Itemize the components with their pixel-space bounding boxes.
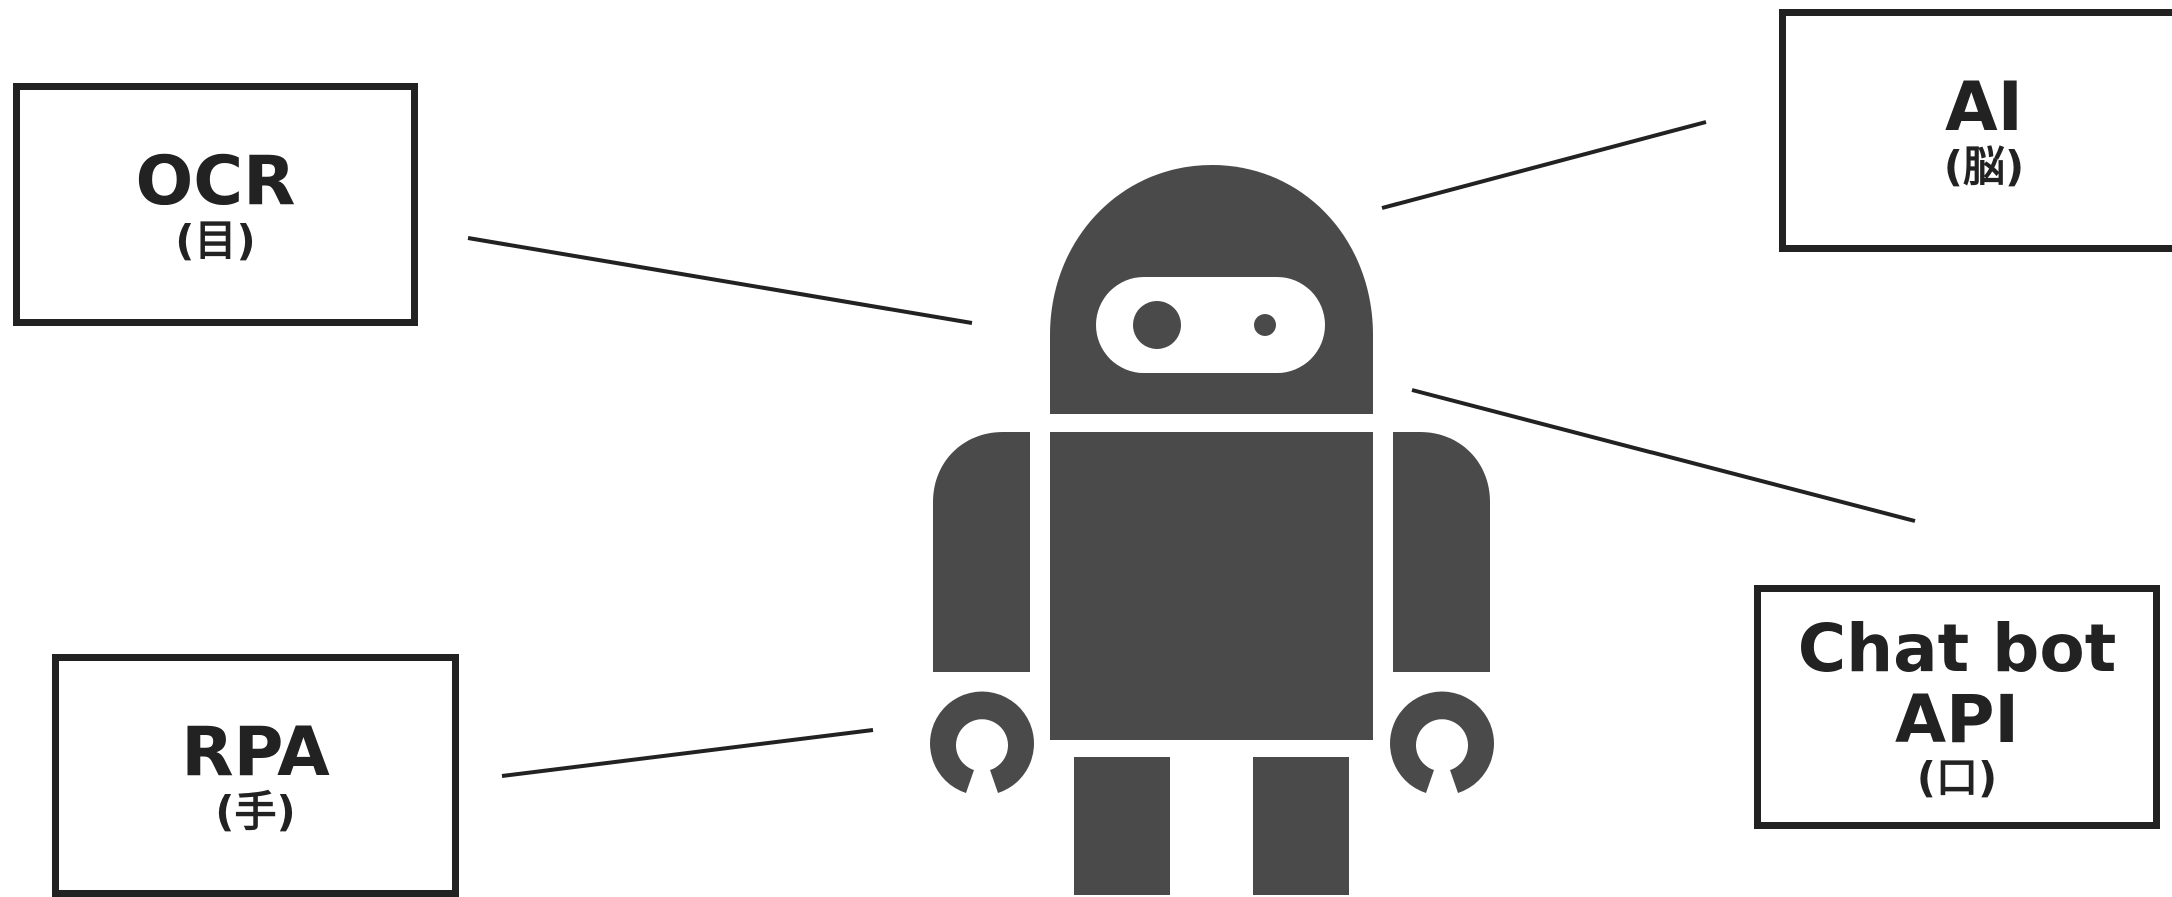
robot-claw-right	[1390, 692, 1494, 793]
robot-leg-left	[1074, 757, 1170, 895]
ocr-box: OCR (目)	[13, 83, 418, 326]
robot-eye-left	[1133, 301, 1181, 349]
chatbot-title-line1: Chat bot	[1798, 613, 2117, 684]
rpa-subtitle: (手)	[215, 789, 295, 835]
robot-claw-left	[930, 692, 1034, 793]
robot-visor	[1096, 277, 1325, 373]
ocr-title: OCR	[135, 145, 295, 218]
chatbot-box: Chat bot API (口)	[1754, 585, 2160, 829]
rpa-box: RPA (手)	[52, 654, 459, 897]
connector-ai	[1382, 122, 1706, 208]
connector-rpa	[502, 730, 873, 776]
ocr-subtitle: (目)	[175, 218, 255, 264]
ai-subtitle: (脳)	[1944, 144, 2024, 190]
chatbot-title-line2: API	[1895, 684, 2019, 755]
robot-arm-left	[933, 432, 1030, 672]
robot-body	[1050, 432, 1373, 740]
robot-arm-right	[1393, 432, 1490, 672]
robot-icon	[930, 165, 1494, 895]
robot-eye-right	[1254, 314, 1276, 336]
ai-title: AI	[1945, 71, 2023, 144]
chatbot-subtitle: (口)	[1917, 755, 1997, 801]
ai-box: AI (脳)	[1779, 9, 2172, 252]
connector-ocr	[468, 238, 972, 323]
rpa-title: RPA	[181, 716, 330, 789]
robot-leg-right	[1253, 757, 1349, 895]
